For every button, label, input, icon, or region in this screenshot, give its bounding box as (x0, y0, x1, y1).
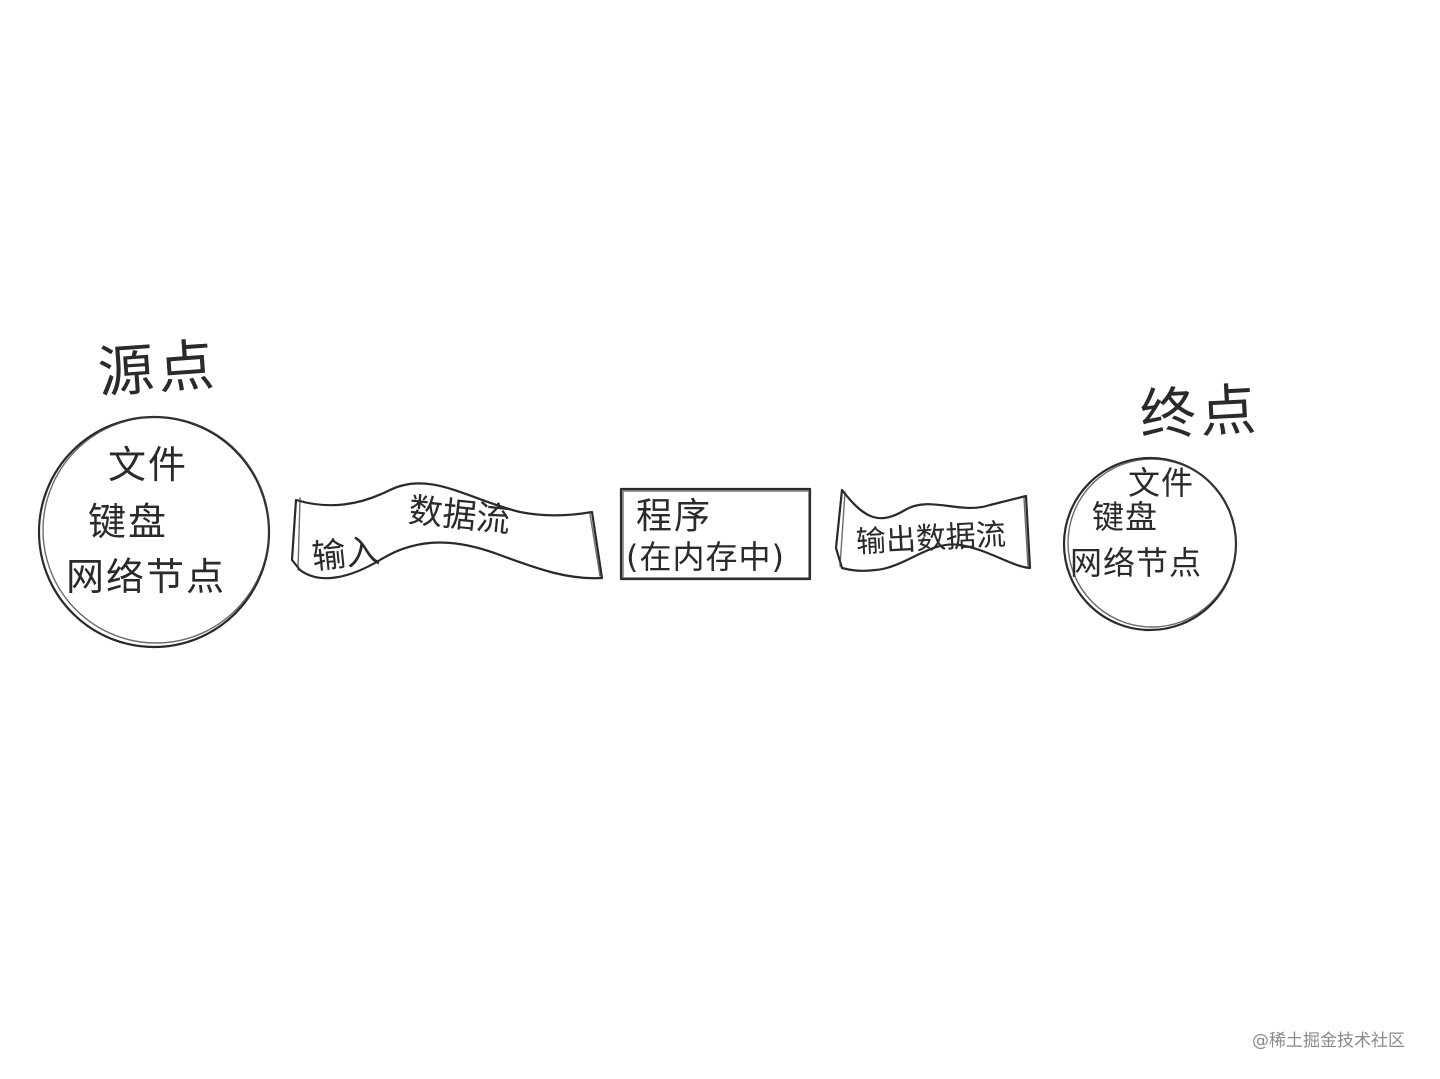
sink-title: 终点 (1138, 378, 1261, 449)
input-stream-label-data-stream: 数据流 (407, 491, 513, 541)
program-box: 程序 (在内存中) (619, 487, 812, 581)
output-stream-ribbon (834, 488, 1032, 572)
sink-item-file: 文件 (1128, 464, 1194, 502)
source-item-file: 文件 (108, 443, 188, 487)
sink-item-network-node: 网络节点 (1070, 544, 1202, 582)
program-in-memory-label: (在内存中) (626, 538, 785, 576)
input-data-stream: 输入 数据流 (290, 482, 604, 580)
sink-item-keyboard: 键盘 (1092, 498, 1158, 536)
input-stream-label-input: 输入 (310, 531, 382, 578)
sink-node: 文件 键盘 网络节点 (1062, 456, 1238, 632)
source-node: 文件 键盘 网络节点 (37, 415, 271, 649)
watermark: @稀土掘金技术社区 (1252, 1031, 1405, 1051)
input-stream-ribbon (290, 482, 604, 580)
program-label: 程序 (636, 496, 712, 537)
output-stream-label: 输出数据流 (855, 518, 1007, 561)
program-rect (619, 487, 812, 581)
output-data-stream: 输出数据流 (834, 488, 1032, 572)
source-title: 源点 (96, 333, 220, 406)
source-item-keyboard: 键盘 (88, 500, 168, 544)
source-item-network-node: 网络节点 (66, 555, 226, 599)
